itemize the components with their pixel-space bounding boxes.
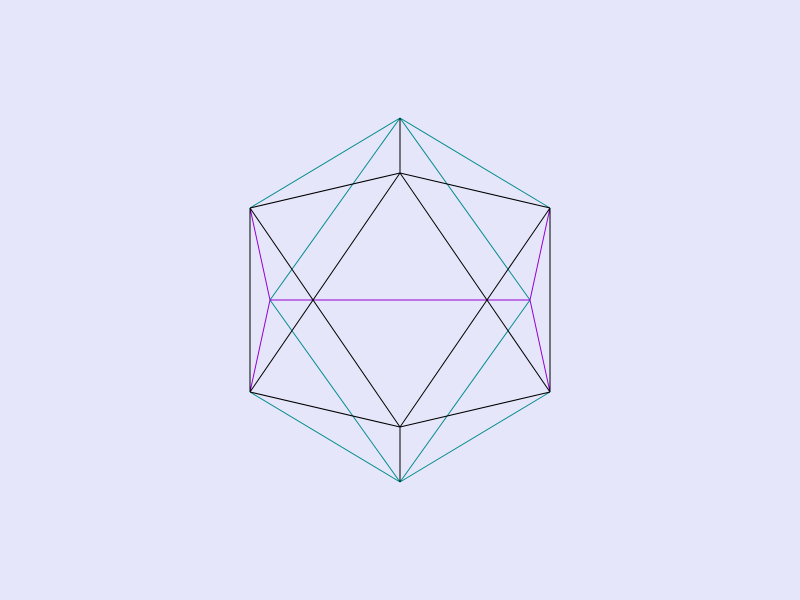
- edge-top-mr: [399, 117, 531, 301]
- edge-lrb-ur: [399, 207, 551, 428]
- edge-top-ul: [249, 117, 401, 209]
- edge-bot-mr: [399, 299, 531, 483]
- edge-top-ml: [269, 117, 401, 301]
- edge-lrb-ul: [249, 207, 401, 428]
- edge-lr-lrb: [399, 391, 551, 428]
- edge-ul-ulb: [249, 172, 401, 209]
- edge-bot-ll: [249, 391, 401, 483]
- edge-lr-mr: [529, 299, 551, 393]
- edge-ll-lrb: [249, 391, 401, 428]
- edge-bot-lr: [399, 391, 551, 483]
- edge-ul-ml: [249, 207, 271, 301]
- edge-bot-ml: [269, 299, 401, 483]
- edge-ll-ml: [249, 299, 271, 393]
- edge-ulb-lr: [399, 172, 551, 393]
- edge-ur-ulb: [399, 172, 551, 209]
- edge-ur-mr: [529, 207, 551, 301]
- edge-top-ur: [399, 117, 551, 209]
- edge-ulb-ll: [249, 172, 401, 393]
